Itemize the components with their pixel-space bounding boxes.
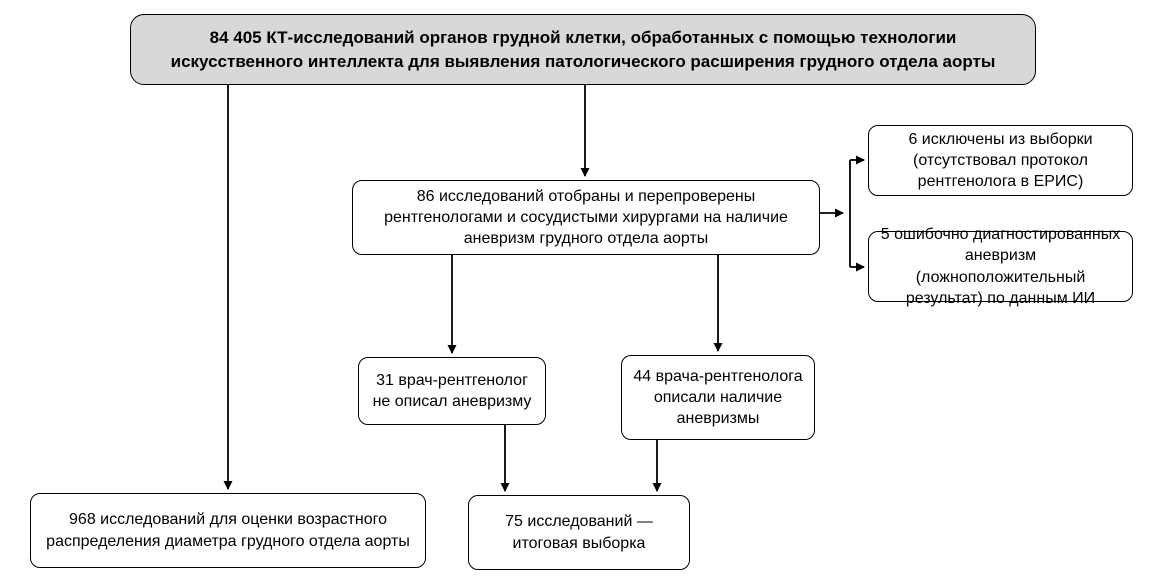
box-excluded-no-protocol-text: 6 исключены из выборки (отсутствовал про… — [908, 130, 1093, 191]
box-reviewed-studies: 86 исследований отобраны и перепроверены… — [352, 180, 820, 255]
box-excluded-no-protocol: 6 исключены из выборки (отсутствовал про… — [868, 125, 1133, 196]
box-total-studies: 84 405 КТ-исследований органов грудной к… — [130, 14, 1036, 85]
box-age-distribution-text: 968 исследований для оценки возрастного … — [46, 511, 410, 550]
box-reviewed-studies-text: 86 исследований отобраны и перепроверены… — [384, 187, 788, 248]
box-radiologists-described-text: 44 врача-рентгенолога описали наличие ан… — [633, 367, 803, 428]
box-false-positives: 5 ошибочно диагностированных аневризм (л… — [868, 226, 1133, 307]
box-final-sample: 75 исследований — итоговая выборка — [468, 495, 690, 570]
box-radiologist-not-described-text: 31 врач-рентгенолог не описал аневризму — [372, 371, 532, 410]
box-radiologist-not-described: 31 врач-рентгенолог не описал аневризму — [358, 357, 546, 425]
box-false-positives-text: 5 ошибочно диагностированных аневризм (л… — [880, 226, 1121, 307]
box-total-studies-text: 84 405 КТ-исследований органов грудной к… — [170, 28, 996, 71]
box-final-sample-text: 75 исследований — итоговая выборка — [505, 513, 653, 552]
box-age-distribution: 968 исследований для оценки возрастного … — [30, 493, 426, 568]
box-radiologists-described: 44 врача-рентгенолога описали наличие ан… — [621, 355, 815, 440]
